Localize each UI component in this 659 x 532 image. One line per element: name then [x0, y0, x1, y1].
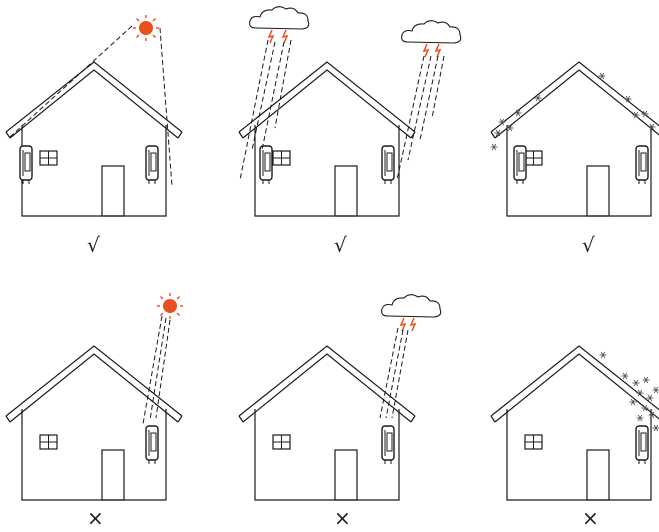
inverter-right	[146, 426, 158, 464]
cloud-icon	[382, 295, 441, 317]
inverter-right	[382, 146, 394, 184]
lightning-icon	[283, 30, 287, 43]
panel-rain-bad	[239, 295, 441, 500]
panel-sun-ok	[6, 15, 182, 216]
inverter-right	[636, 426, 648, 464]
check-mark: √	[87, 235, 100, 255]
panel-rain-ok	[239, 7, 461, 216]
sun-icon	[157, 293, 183, 319]
lightning-icon	[269, 30, 273, 43]
inverter-right	[146, 146, 158, 184]
check-mark: √	[334, 235, 347, 255]
lightning-icon	[401, 318, 405, 331]
house	[239, 346, 415, 500]
inverter-right	[382, 426, 394, 464]
cross-mark: ×	[582, 508, 599, 528]
cross-mark: ×	[334, 508, 351, 528]
inverter-left	[20, 146, 32, 184]
rain-lines	[380, 328, 408, 418]
lightning-icon	[436, 44, 440, 57]
snowflakes	[600, 352, 659, 431]
lightning-icon	[411, 318, 415, 331]
house	[491, 62, 659, 216]
sun-icon	[133, 15, 159, 41]
house	[491, 346, 659, 500]
inverter-left	[514, 146, 526, 184]
inverter-left	[260, 146, 272, 184]
cross-mark: ×	[87, 508, 104, 528]
sun-rays	[143, 316, 170, 424]
panel-snow-ok	[491, 62, 659, 216]
panel-snow-bad	[491, 346, 659, 500]
lightning-icon	[424, 44, 428, 57]
inverter-right	[636, 146, 648, 184]
panel-sun-bad	[6, 293, 183, 500]
cloud-icon	[250, 7, 309, 29]
house	[6, 346, 182, 500]
house	[6, 62, 182, 216]
cloud-icon	[402, 21, 461, 43]
check-mark: √	[582, 235, 595, 255]
